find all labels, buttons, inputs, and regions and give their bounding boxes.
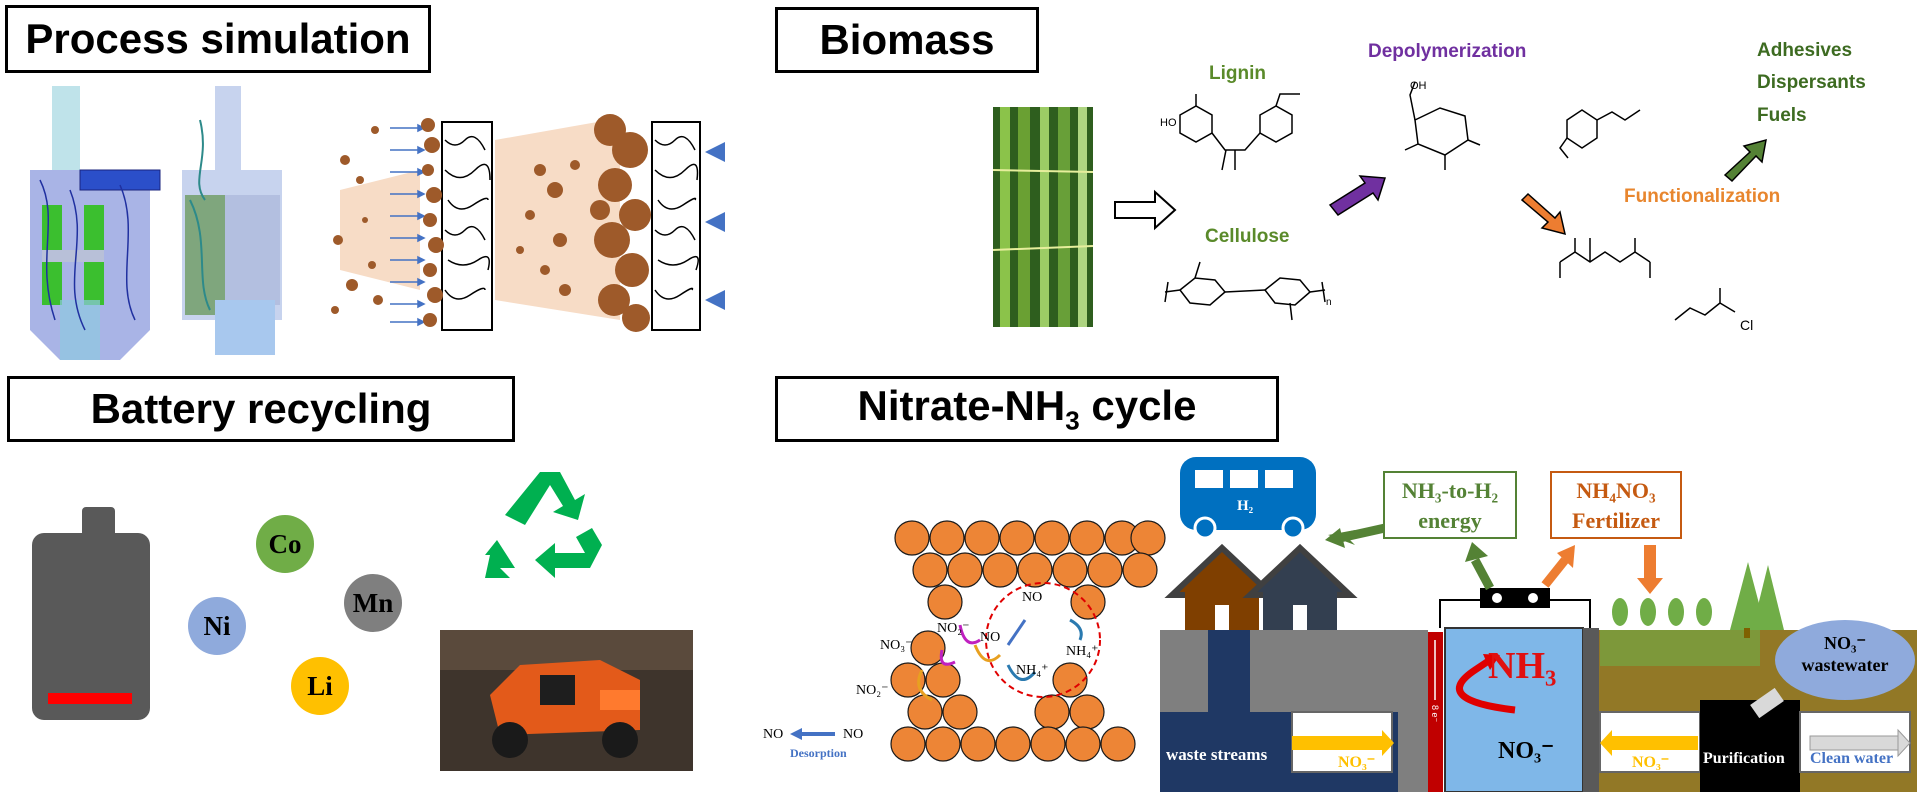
chem-label-n: n [1326,297,1332,308]
recycle-icon [485,472,602,578]
label-desorption: Desorption [790,746,847,760]
anhydride-structure [1559,238,1651,278]
biomass-title: Biomass [775,7,1039,73]
label-no-d: NO [763,727,784,742]
wastewater-label: NO₃⁻ wastewater [1801,633,1889,675]
nitrate-cycle-title: Nitrate-NH3 cycle [775,376,1279,442]
purification-label: Purification [1703,750,1785,767]
cfd-vessel-2 [182,86,282,355]
no3-flow-right-label: NO₃⁻ [1632,754,1670,771]
label-no2-b: NO₂⁻ [856,683,889,698]
house-brown [1164,543,1280,632]
power-supply [1480,588,1550,608]
product-adhesives: Adhesives [1757,40,1853,61]
label-nh4-b: NH₄⁺ [1066,644,1099,659]
glucose-structure [1404,81,1481,170]
lignin-label: Lignin [1209,63,1266,84]
element-ni: Ni [188,597,246,655]
house-dark [1242,543,1358,632]
battery-icon [32,507,150,720]
waste-streams-label: waste streams [1166,745,1268,764]
product-fuels: Fuels [1757,105,1807,126]
bamboo-photo [992,107,1094,327]
label-no-b: NO [980,630,1001,645]
battery-recycling-title: Battery recycling [7,376,515,442]
clean-water-label: Clean water [1810,750,1894,767]
chem-label-oh: OH [1410,80,1427,92]
fertilizer-box: NH₄NO₃ Fertilizer [1550,471,1682,539]
label-no-c: NO [843,727,864,742]
bus-icon [1180,457,1316,540]
label-no3: NO₃⁻ [880,638,913,653]
element-mn: Mn [344,574,402,632]
electrode-red [1428,632,1443,792]
label-no2-a: NO₂⁻ [937,621,970,636]
orange-arrow [1520,192,1567,236]
product-dispersants: Dispersants [1757,72,1866,93]
no3-reactor-label: NO₃⁻ [1498,738,1554,764]
acryloyl-chloride-structure [1674,288,1736,321]
no3-flow-left-label: NO₃⁻ [1338,754,1376,771]
mining-vehicle-photo [440,630,693,771]
cellulose-label: Cellulose [1205,226,1290,247]
chem-label-ho: HO [1160,117,1177,129]
chem-label-cl: Cl [1740,317,1754,333]
element-co: Co [256,515,314,573]
trees [1730,562,1784,638]
catalyst-spheres [890,520,1166,762]
lignin-structure [1179,93,1300,171]
catalyst-arrows [917,618,1083,702]
depolymerization-label: Depolymerization [1368,41,1527,62]
hollow-arrow [1114,189,1177,231]
nh3-label: NH₃ [1488,645,1557,687]
wastewater-tank [1775,620,1915,700]
reaction-zone-circle [985,582,1101,698]
nitrate-title-text: Nitrate-NH3 cycle [857,381,1197,436]
filtration-illustration [331,114,725,332]
purple-arrow [1328,175,1387,216]
crops [1612,598,1712,626]
label-nh4-a: NH₄⁺ [1016,663,1049,678]
bus-h2-label: H₂ [1237,498,1254,514]
nh3-to-h2-box: NH₃-to-H₂ energy [1383,471,1517,539]
label-no-a: NO [1022,590,1043,605]
process-simulation-title: Process simulation [5,5,431,73]
purification-unit [1700,700,1800,792]
element-li: Li [291,657,349,715]
propylphenol-structure [1559,109,1641,159]
green-arrow [1723,138,1767,183]
red-curved-arrow [1456,657,1516,714]
electron-label: 8 e⁻ [1430,705,1440,723]
cfd-vessel-1 [30,86,161,360]
functionalization-label: Functionalization [1624,186,1781,207]
cellulose-structure [1164,261,1326,321]
